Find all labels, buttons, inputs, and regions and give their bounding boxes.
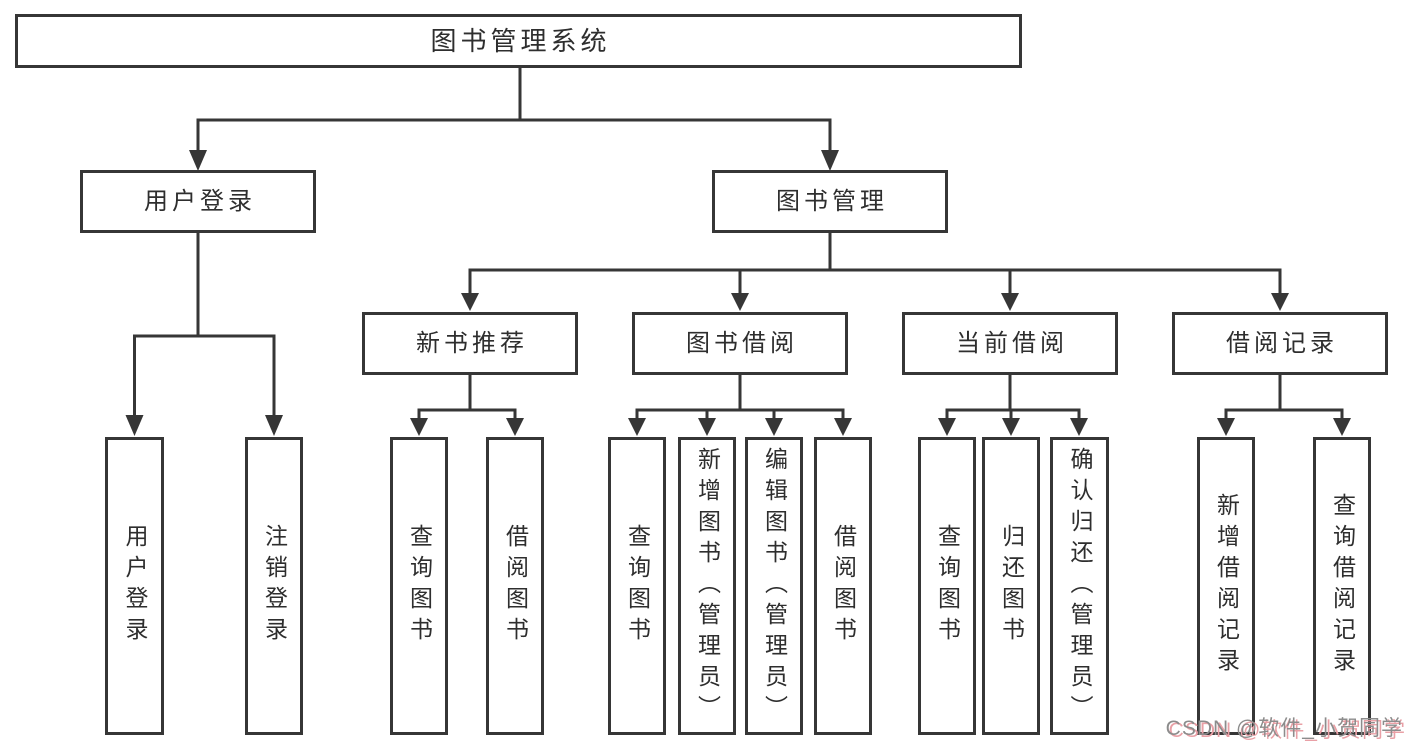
node-current-borrowing: 当前借阅 <box>902 312 1118 375</box>
node-current-borrowing-label: 当前借阅 <box>956 329 1068 357</box>
node-borrow-records: 借阅记录 <box>1172 312 1388 375</box>
leaf-logout-label: 注销登录 <box>261 524 288 648</box>
leaf-borrow-books-recommend-label: 借阅图书 <box>502 524 529 648</box>
leaf-return-book-label: 归还图书 <box>998 524 1025 648</box>
leaf-borrow-books-recommend: 借阅图书 <box>486 437 544 735</box>
leaf-user-login-label: 用户登录 <box>122 524 148 648</box>
leaf-add-book-admin: 新增图书（管理员） <box>678 437 736 735</box>
node-new-book-recommend: 新书推荐 <box>362 312 578 375</box>
node-user-login: 用户登录 <box>80 170 316 233</box>
node-user-login-label: 用户登录 <box>144 187 256 215</box>
node-new-book-recommend-label: 新书推荐 <box>416 329 528 357</box>
leaf-query-books-recommend: 查询图书 <box>390 437 448 735</box>
leaf-add-book-admin-label: 新增图书（管理员） <box>694 446 721 726</box>
leaf-query-books-borrowing-label: 查询图书 <box>624 524 651 648</box>
node-book-borrowing-label: 图书借阅 <box>686 329 798 357</box>
leaf-user-login: 用户登录 <box>105 437 164 735</box>
node-root-label: 图书管理系统 <box>430 26 611 56</box>
node-root: 图书管理系统 <box>15 14 1022 68</box>
leaf-query-books-current-label: 查询图书 <box>934 524 961 648</box>
leaf-query-books-borrowing: 查询图书 <box>608 437 666 735</box>
leaf-edit-book-admin-label: 编辑图书（管理员） <box>761 446 788 726</box>
node-borrow-records-label: 借阅记录 <box>1226 329 1338 357</box>
leaf-logout: 注销登录 <box>245 437 303 735</box>
leaf-query-borrow-record: 查询借阅记录 <box>1313 437 1371 735</box>
leaf-add-borrow-record-label: 新增借阅记录 <box>1213 493 1240 679</box>
csdn-watermark: CSDN @软件_小贺同学 <box>1165 717 1403 740</box>
leaf-return-book: 归还图书 <box>982 437 1040 735</box>
node-book-management-label: 图书管理 <box>776 187 888 215</box>
leaf-borrow-books: 借阅图书 <box>814 437 872 735</box>
leaf-query-books-current: 查询图书 <box>918 437 976 735</box>
node-book-management: 图书管理 <box>712 170 948 233</box>
leaf-edit-book-admin: 编辑图书（管理员） <box>745 437 803 735</box>
leaf-query-borrow-record-label: 查询借阅记录 <box>1329 493 1356 679</box>
leaf-confirm-return-admin-label: 确认归还（管理员） <box>1067 446 1093 726</box>
node-book-borrowing: 图书借阅 <box>632 312 848 375</box>
leaf-query-books-recommend-label: 查询图书 <box>406 524 433 648</box>
leaf-confirm-return-admin: 确认归还（管理员） <box>1050 437 1109 735</box>
leaf-borrow-books-label: 借阅图书 <box>830 524 857 648</box>
leaf-add-borrow-record: 新增借阅记录 <box>1197 437 1255 735</box>
